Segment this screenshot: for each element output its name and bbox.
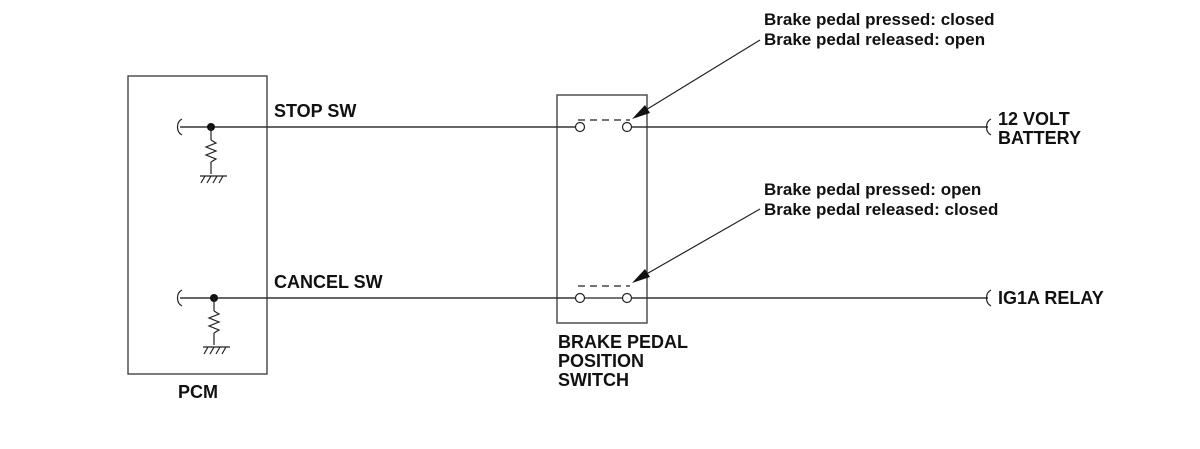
battery-label-line2: BATTERY: [998, 128, 1081, 148]
stop-contact-right: [621, 121, 633, 133]
top-annotation-line1: Brake pedal pressed: closed: [764, 10, 995, 29]
cancel-contact-left: [574, 292, 586, 304]
switch-label-line1: BRAKE PEDAL: [558, 332, 689, 352]
bottom-annotation-line1: Brake pedal pressed: open: [764, 180, 982, 199]
stop-contact-left: [574, 121, 586, 133]
pcm-box: [127, 75, 268, 375]
battery-label-line1: 12 VOLT: [998, 109, 1070, 129]
switch-label-line3: SWITCH: [558, 370, 629, 390]
stop-ground-icon: [200, 175, 227, 184]
cancel-resistor-icon: [207, 298, 221, 345]
switch-label-line2: POSITION: [558, 351, 645, 371]
pcm-label: PCM: [178, 382, 218, 402]
cancel-wire-break-left: [176, 289, 183, 307]
bottom-annotation-arrow: [632, 208, 761, 283]
cancel-ground-icon: [203, 346, 230, 355]
top-annotation-arrow: [632, 39, 761, 119]
relay-wire-break: [985, 289, 992, 307]
battery-wire-break: [985, 118, 992, 136]
relay-label: IG1A RELAY: [998, 288, 1104, 308]
cancel-contact-right: [621, 292, 633, 304]
top-annotation-line2: Brake pedal released: open: [764, 30, 986, 49]
cancel-sw-label: CANCEL SW: [274, 272, 383, 292]
stop-wire-break-left: [176, 118, 183, 136]
stop-resistor-icon: [204, 127, 218, 174]
bottom-annotation-line2: Brake pedal released: closed: [764, 200, 999, 219]
switch-box: [556, 94, 648, 324]
stop-sw-label: STOP SW: [274, 101, 357, 121]
